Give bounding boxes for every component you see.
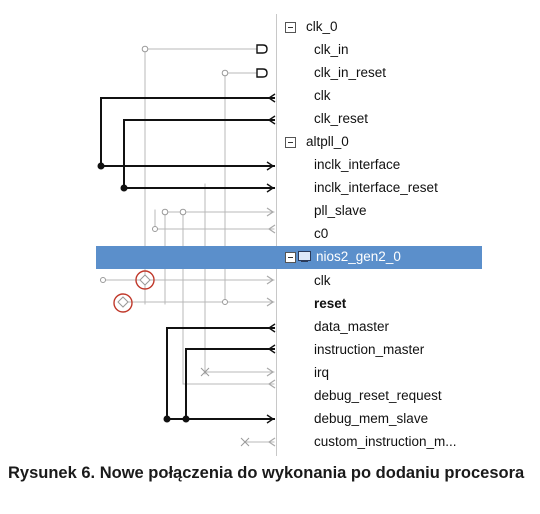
tree-item-c0[interactable]: c0 [277, 223, 482, 246]
inactive-wires [102, 48, 275, 443]
tree-item-label: inclk_interface_reset [314, 180, 438, 195]
collapse-toggle-icon[interactable] [285, 252, 296, 263]
tree-item-label: clk [314, 88, 331, 103]
tree-item-label: reset [314, 296, 347, 311]
tree-item-instruction-master[interactable]: instruction_master [277, 339, 482, 362]
tree-item-irq[interactable]: irq [277, 362, 482, 385]
figure-caption: Rysunek 6. Nowe połączenia do wykonania … [8, 464, 525, 482]
tree-item-inclk-interface-reset[interactable]: inclk_interface_reset [277, 177, 482, 200]
tree-item-label: data_master [314, 319, 390, 334]
processor-icon [298, 251, 312, 262]
collapse-toggle-icon[interactable] [285, 22, 296, 33]
tree-group-altpll-0[interactable]: altpll_0 [277, 131, 482, 154]
tree-item-debug-reset-request[interactable]: debug_reset_request [277, 385, 482, 408]
tree-item-label: debug_reset_request [314, 388, 442, 403]
tree-group-label: altpll_0 [306, 134, 349, 149]
tree-item-pll-slave[interactable]: pll_slave [277, 200, 482, 223]
tree-group-nios2-gen2-0[interactable]: nios2_gen2_0 [96, 246, 482, 269]
tree-item-label: c0 [314, 226, 329, 241]
tree-item-clk-in-reset[interactable]: clk_in_reset [277, 62, 482, 85]
tree-item-clk[interactable]: clk [277, 85, 482, 108]
highlight-markers [113, 270, 155, 313]
tree-item-clk-reset[interactable]: clk_reset [277, 108, 482, 131]
tree-item-label: clk [314, 273, 331, 288]
tree-item-label: clk_in [314, 42, 349, 57]
tree-item-nios-reset[interactable]: reset [277, 293, 482, 316]
tree-group-label: nios2_gen2_0 [316, 249, 401, 264]
tree-item-clk-in[interactable]: clk_in [277, 39, 482, 62]
tree-item-custom-instruction-master[interactable]: custom_instruction_m... [277, 431, 482, 454]
collapse-toggle-icon[interactable] [285, 137, 296, 148]
tree-item-label: clk_reset [314, 111, 369, 126]
connections-panel [95, 14, 481, 456]
tree-item-label: custom_instruction_m... [314, 434, 457, 449]
tree-item-label: pll_slave [314, 203, 367, 218]
tree-item-label: irq [314, 365, 330, 380]
connection-tree: clk_0 clk_in clk_in_reset clk clk_reset … [96, 14, 482, 456]
tree-item-debug-mem-slave[interactable]: debug_mem_slave [277, 408, 482, 431]
tree-group-label: clk_0 [306, 19, 338, 34]
tree-group-clk-0[interactable]: clk_0 [277, 16, 482, 39]
active-wires [100, 97, 275, 420]
tree-item-label: instruction_master [314, 342, 425, 357]
tree-item-label: debug_mem_slave [314, 411, 429, 426]
tree-item-nios-clk[interactable]: clk [277, 270, 482, 293]
tree-item-label: clk_in_reset [314, 65, 387, 80]
connection-wires[interactable] [95, 14, 276, 456]
tree-item-label: inclk_interface [314, 157, 401, 172]
tree-item-inclk-interface[interactable]: inclk_interface [277, 154, 482, 177]
tree-item-data-master[interactable]: data_master [277, 316, 482, 339]
